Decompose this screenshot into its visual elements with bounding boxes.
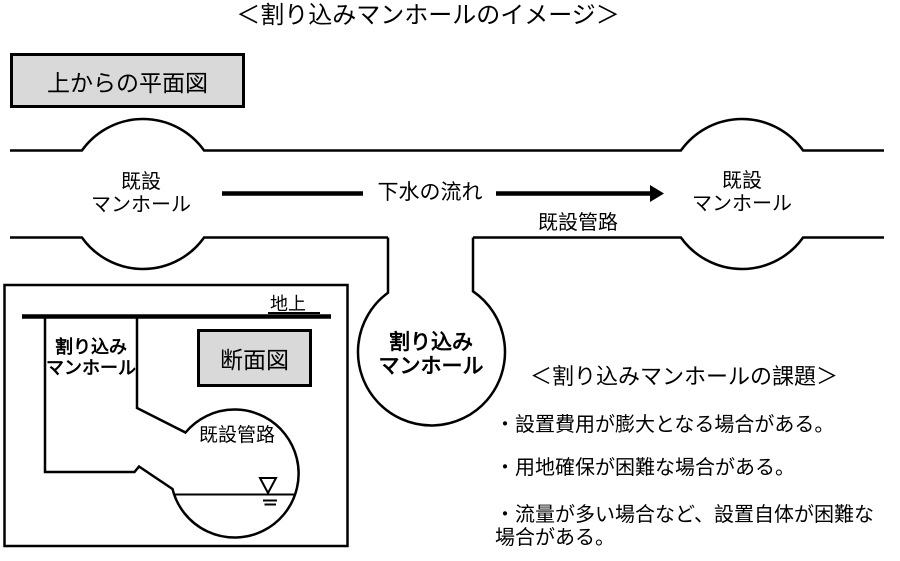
plan-pipe-bottom-line-right <box>473 236 884 271</box>
challenge-item: ・設置費用が膨大となる場合がある。 <box>495 414 835 436</box>
plan-view-label: 上からの平面図 <box>47 69 208 96</box>
cutin-manhole-label-plan: 割り込み マンホール <box>378 331 484 379</box>
ground-label: 地上 <box>270 294 306 314</box>
plan-cutin-manhole-shape <box>356 237 507 427</box>
plan-pipe-top-line <box>10 117 884 152</box>
water-level-icon <box>258 477 278 506</box>
challenges-heading: ＜割り込みマンホールの課題＞ <box>530 364 839 389</box>
cross-section-shaft-and-pipe <box>43 316 300 539</box>
cutin-manhole-label-cross-section: 割り込み マンホール <box>46 337 136 378</box>
page-title: ＜割り込みマンホールのイメージ＞ <box>236 2 620 29</box>
plan-view-label-box: 上からの平面図 <box>10 53 245 108</box>
right-manhole-label: 既設 マンホール <box>692 170 792 215</box>
flow-label: 下水の流れ <box>377 181 483 204</box>
left-manhole-label: 既設 マンホール <box>91 171 191 216</box>
cross-section-label: 断面図 <box>220 347 289 373</box>
existing-pipe-label-cross-section: 既設管路 <box>198 425 276 446</box>
flow-arrow-head-icon <box>650 185 664 202</box>
plan-pipe-bottom-line-left <box>10 236 388 271</box>
challenge-item: ・流量が多い場合など、設置自体が困難な場合がある。 <box>495 504 874 549</box>
cross-section-label-box: 断面図 <box>197 329 312 387</box>
existing-pipe-label-plan: 既設管路 <box>538 212 618 234</box>
cross-section-frame <box>3 283 349 548</box>
challenge-item: ・用地確保が困難な場合がある。 <box>495 457 795 479</box>
